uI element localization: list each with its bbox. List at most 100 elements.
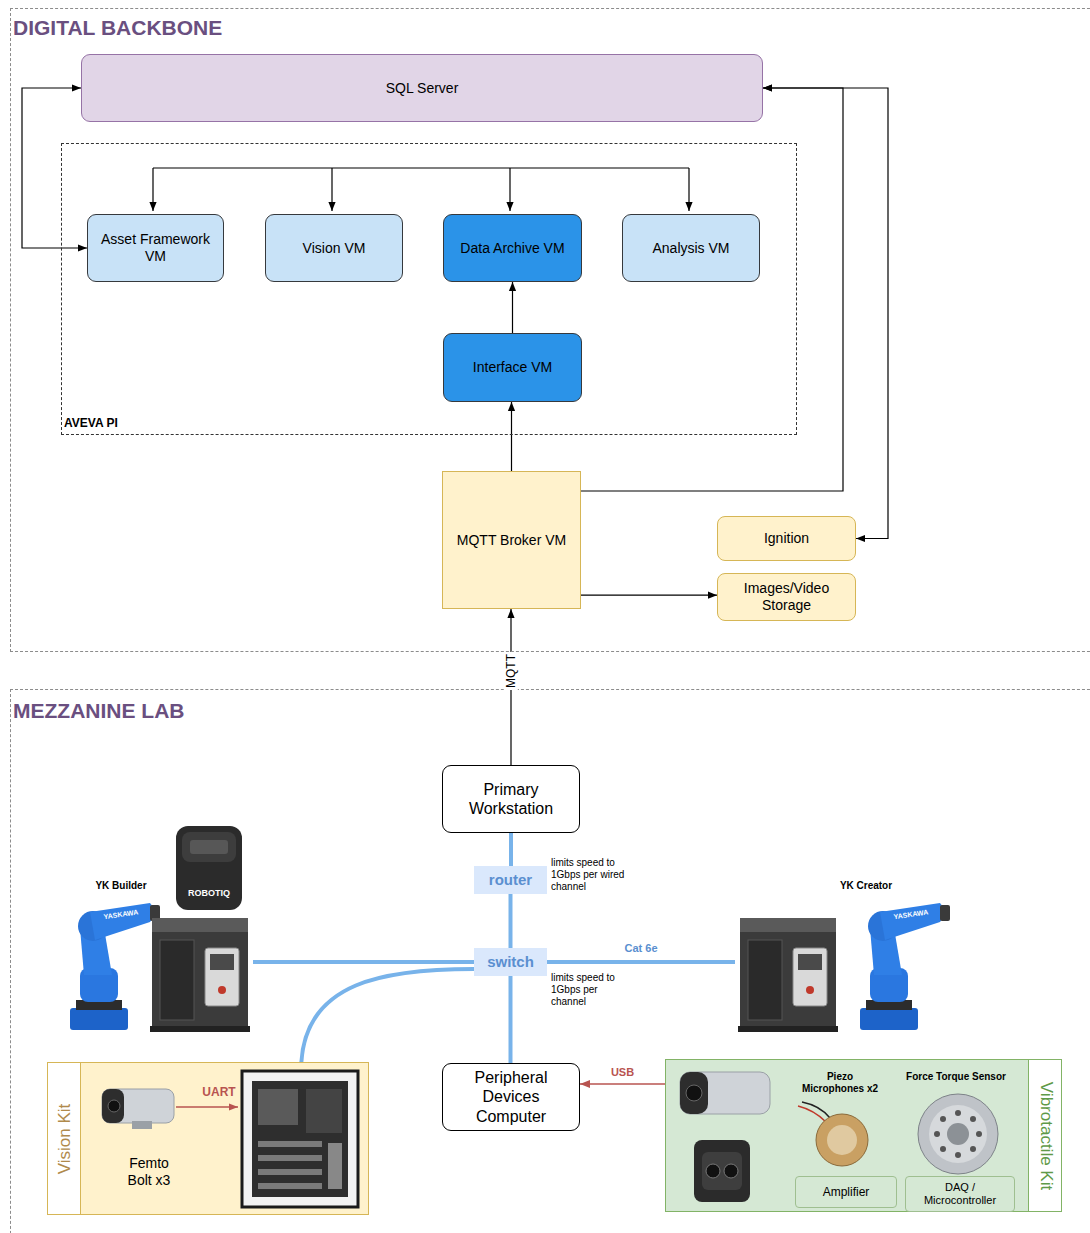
region-panel: MEZZANINE LAB Primary Workstation router sw… xyxy=(10,689,1090,1233)
node-label: Images/Video Storage xyxy=(722,580,851,614)
stereo-camera xyxy=(702,1152,742,1190)
connector xyxy=(509,833,513,866)
force-torque-sensor xyxy=(940,1116,946,1122)
connector xyxy=(581,595,717,596)
stereo-camera xyxy=(694,1140,750,1202)
vm-box: Interface VM xyxy=(443,333,582,402)
workstation-pc xyxy=(306,1089,342,1133)
robot-controller xyxy=(748,940,782,1020)
piezo-disc xyxy=(802,1102,830,1118)
node-label: Primary Workstation xyxy=(447,780,575,818)
force-torque-sensor xyxy=(947,1123,969,1145)
connector xyxy=(581,88,843,491)
robotiq-gripper xyxy=(182,832,236,862)
piezo-disc xyxy=(816,1114,868,1166)
module-box: Amplifier xyxy=(795,1176,897,1208)
robot-controller xyxy=(740,918,836,1030)
stereo-camera xyxy=(724,1164,738,1178)
robot-arm xyxy=(70,903,160,1030)
database-box: SQL Server xyxy=(81,54,763,122)
connector xyxy=(509,976,513,1063)
workstation-pc xyxy=(252,1081,348,1197)
edge-label: MQTT xyxy=(504,652,518,690)
edge-label: Cat 6e xyxy=(622,942,659,955)
force-torque-sensor xyxy=(940,1146,946,1152)
device-caption: Femto Bolt x3 xyxy=(119,1155,179,1189)
piezo-disc xyxy=(798,1106,826,1122)
robot-controller xyxy=(738,1026,838,1032)
connector xyxy=(511,402,512,471)
robot-controller xyxy=(793,948,827,1006)
network-device: switch xyxy=(474,948,547,976)
connector xyxy=(301,969,474,1062)
brand-mark: YASKAWA xyxy=(103,908,139,921)
depth-camera xyxy=(680,1072,770,1114)
computer-box: Primary Workstation xyxy=(442,765,580,833)
uart-arrow xyxy=(176,1106,238,1108)
workstation-pc xyxy=(242,1071,358,1207)
node-label: switch xyxy=(487,953,534,971)
aveva-bus xyxy=(153,168,689,211)
robot-arm xyxy=(940,905,950,921)
node-label: Data Archive VM xyxy=(460,240,564,257)
robot-arm xyxy=(70,1008,128,1030)
depth-camera xyxy=(132,1121,152,1129)
node-label: Asset Framework VM xyxy=(92,231,219,265)
connector xyxy=(253,960,474,964)
node-label: Vision VM xyxy=(303,240,366,257)
connector xyxy=(763,88,888,539)
robot-name: YK Creator xyxy=(826,880,906,892)
network-device: router xyxy=(474,866,547,894)
kit-title: Vibrotactile Kit xyxy=(1036,1082,1056,1190)
stereo-camera xyxy=(694,1140,750,1202)
vm-box: Asset Framework VM xyxy=(87,214,224,282)
workstation-pc xyxy=(258,1141,322,1147)
force-torque-sensor xyxy=(970,1146,976,1152)
robot-controller xyxy=(806,986,814,994)
robot-controller xyxy=(150,918,250,1032)
node-label: MQTT Broker VM xyxy=(457,532,566,549)
aveva-bus xyxy=(331,168,332,211)
robotiq-gripper xyxy=(176,826,242,910)
note: limits speed to 1Gbps per channel xyxy=(551,972,621,1008)
node-label: Interface VM xyxy=(473,359,552,376)
service-box: Ignition xyxy=(717,516,856,561)
force-torque-sensor xyxy=(918,1094,998,1174)
force-torque-sensor xyxy=(976,1131,982,1137)
robot-arm xyxy=(860,1008,918,1030)
robot-arm xyxy=(860,903,950,1030)
force-torque-sensor xyxy=(955,1110,961,1116)
group-box: AVEVA PIAsset Framework VMVision VMData … xyxy=(61,143,797,435)
region-panel: DIGITAL BACKBONESQL ServerAVEVA PIAsset … xyxy=(10,8,1090,652)
robot-controller xyxy=(218,986,226,994)
depth-camera xyxy=(102,1089,174,1123)
edge-label: USB xyxy=(609,1066,636,1079)
node-label: Amplifier xyxy=(823,1185,870,1199)
node-label: DAQ / Microcontroller xyxy=(910,1181,1010,1207)
workstation-pc xyxy=(258,1155,322,1161)
storage-box: Images/Video Storage xyxy=(717,573,856,621)
robot-name: YK Builder xyxy=(81,880,161,892)
kit-panel: Vibrotactile KitAmplifier DAQ / Microcont… xyxy=(665,1059,1062,1212)
connector xyxy=(509,894,513,948)
piezo-disc xyxy=(798,1102,868,1166)
depth-camera xyxy=(102,1089,174,1129)
depth-camera xyxy=(680,1072,770,1114)
force-torque-sensor xyxy=(934,1131,940,1137)
region-title: MEZZANINE LAB xyxy=(13,698,185,723)
vm-box: Vision VM xyxy=(265,214,403,282)
vm-box: Analysis VM xyxy=(622,214,760,282)
stereo-camera xyxy=(706,1164,720,1178)
depth-camera xyxy=(686,1085,702,1101)
workstation-pc xyxy=(328,1143,342,1189)
node-label: Peripheral Devices Computer xyxy=(447,1068,575,1126)
connector xyxy=(580,1083,665,1085)
connector xyxy=(547,960,735,964)
depth-camera xyxy=(680,1072,708,1114)
kit-panel: Vision KitFemto Bolt x3 xyxy=(47,1062,369,1215)
broker-box: MQTT Broker VM xyxy=(442,471,581,609)
connector xyxy=(510,609,511,765)
node-label: SQL Server xyxy=(386,80,459,97)
piezo-disc xyxy=(827,1125,857,1155)
